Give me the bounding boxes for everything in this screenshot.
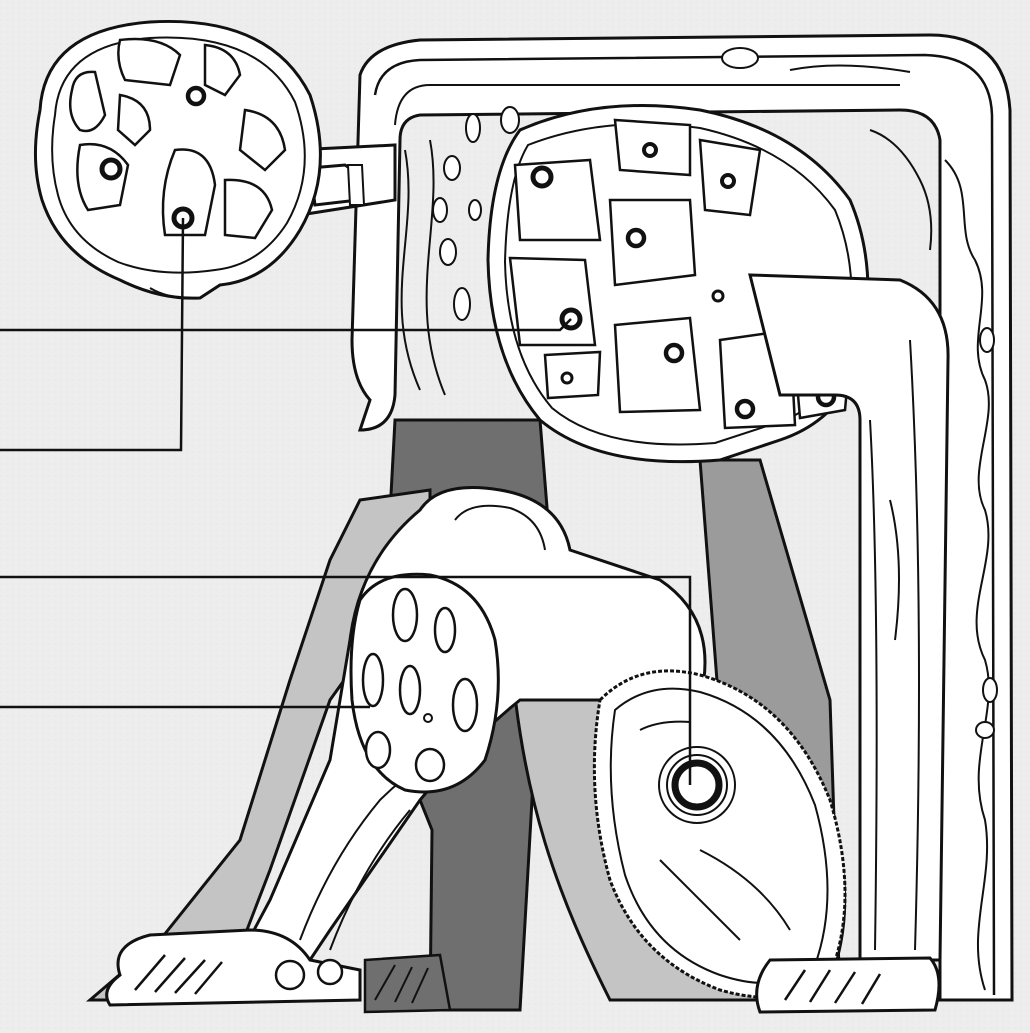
rear-foot bbox=[365, 955, 450, 1012]
chest-nucleus-6 bbox=[666, 345, 682, 361]
chest-nucleus-7 bbox=[737, 401, 753, 417]
chest-nucleus-2 bbox=[644, 144, 656, 156]
knee-cells bbox=[351, 574, 498, 792]
head-nucleus-2 bbox=[102, 160, 120, 178]
wheel-hub bbox=[675, 763, 719, 807]
chest-nucleus-3 bbox=[722, 175, 734, 187]
hand bbox=[757, 958, 939, 1012]
head-nucleus-1 bbox=[188, 88, 204, 104]
chest-nucleus-1 bbox=[533, 168, 551, 186]
chest-nucleus-4 bbox=[628, 230, 644, 246]
